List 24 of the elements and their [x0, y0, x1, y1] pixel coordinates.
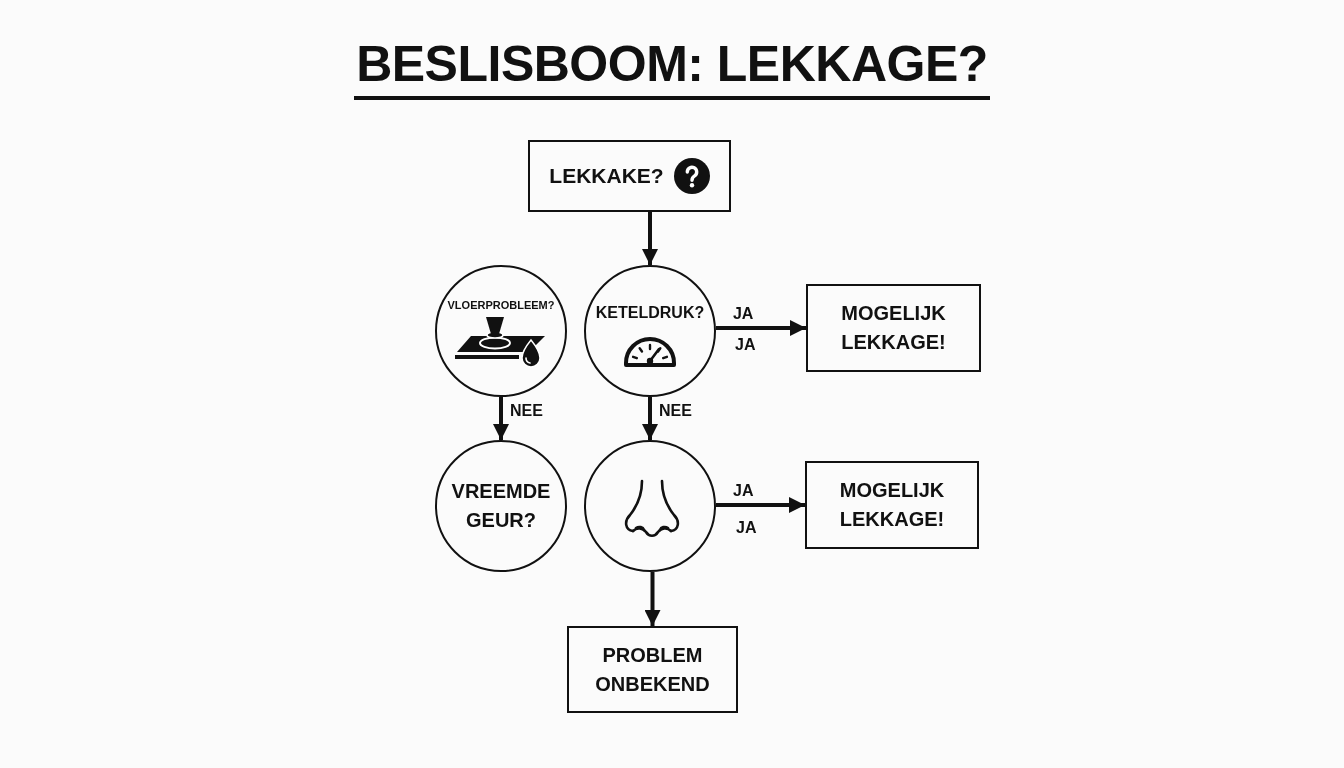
arrow [715, 320, 806, 336]
node-label: VREEMDE GEUR? [450, 479, 552, 533]
process-box [528, 140, 731, 212]
process-box [805, 461, 979, 549]
node-label: PROBLEM ONBEKEND [594, 642, 711, 697]
arrow [642, 397, 658, 440]
node-label: MOGELIJK LEKKAGE! [838, 478, 946, 532]
edge-label: NEE [510, 402, 543, 420]
arrow [642, 212, 658, 265]
edge-label: JA [733, 482, 754, 500]
title: BESLISBOOM: LEKKAGE? [354, 38, 990, 100]
arrow [716, 497, 805, 513]
process-box [567, 626, 738, 713]
edge-label: JA [732, 305, 754, 323]
arrow [493, 397, 509, 440]
edge-label: NEE [659, 402, 692, 420]
node-label: LEKKAKE? [549, 164, 664, 188]
branch-label: JA [736, 519, 757, 537]
process-box [806, 284, 981, 372]
node-label: VLOERPROBLEEM? [447, 298, 555, 312]
branch-label: JA [735, 336, 756, 354]
node-label: MOGELIJK LEKKAGE! [840, 301, 947, 355]
node-label: KETELDRUK? [595, 304, 705, 322]
arrow [644, 571, 661, 626]
